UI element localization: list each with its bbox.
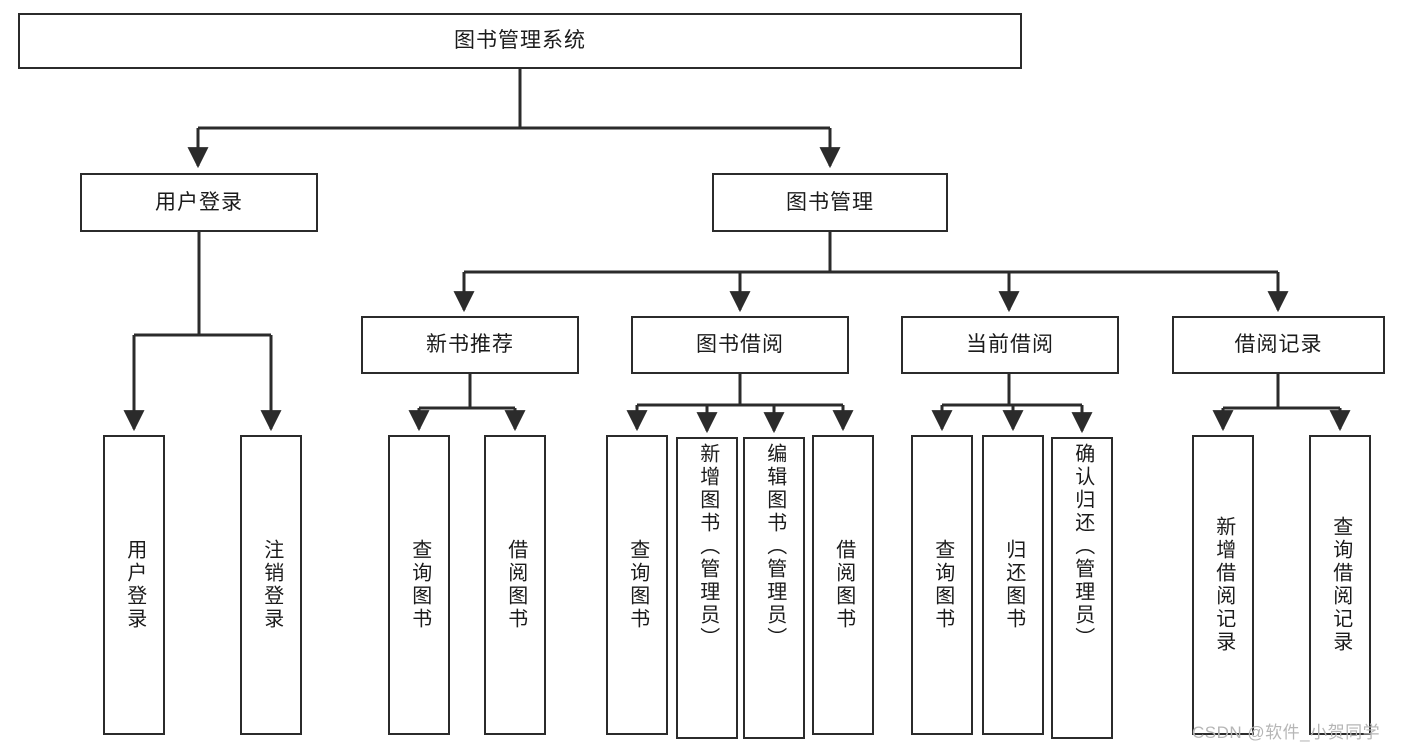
node-borrow-record[interactable]: 借阅记录 xyxy=(1172,316,1385,374)
node-leaf-edit-book-admin[interactable]: 编辑图书（管理员） xyxy=(743,437,805,739)
node-leaf-borrow-book-1-label: 借阅图书 xyxy=(504,539,527,631)
node-leaf-query-book-2-label: 查询图书 xyxy=(626,539,649,631)
node-book-manage-label: 图书管理 xyxy=(786,190,874,214)
node-leaf-return-book[interactable]: 归还图书 xyxy=(982,435,1044,735)
node-leaf-query-book-2[interactable]: 查询图书 xyxy=(606,435,668,735)
node-leaf-query-book-1[interactable]: 查询图书 xyxy=(388,435,450,735)
node-leaf-borrow-book-1[interactable]: 借阅图书 xyxy=(484,435,546,735)
node-leaf-query-borrow-record[interactable]: 查询借阅记录 xyxy=(1309,435,1371,735)
node-leaf-query-borrow-record-label: 查询借阅记录 xyxy=(1329,516,1352,654)
node-leaf-add-book-admin[interactable]: 新增图书（管理员） xyxy=(676,437,738,739)
node-leaf-borrow-book-2-label: 借阅图书 xyxy=(832,539,855,631)
node-leaf-confirm-return-admin-label: 确认归还（管理员） xyxy=(1071,443,1094,650)
node-leaf-add-borrow-record[interactable]: 新增借阅记录 xyxy=(1192,435,1254,735)
node-book-borrow[interactable]: 图书借阅 xyxy=(631,316,849,374)
node-leaf-add-book-admin-label: 新增图书（管理员） xyxy=(696,443,719,650)
node-user-login-label: 用户登录 xyxy=(155,190,243,214)
node-current-borrow-label: 当前借阅 xyxy=(966,333,1054,357)
csdn-watermark: CSDN @软件_小贺同学 xyxy=(1192,723,1381,742)
node-book-manage[interactable]: 图书管理 xyxy=(712,173,948,232)
node-leaf-borrow-book-2[interactable]: 借阅图书 xyxy=(812,435,874,735)
node-leaf-user-logout[interactable]: 注销登录 xyxy=(240,435,302,735)
node-leaf-query-book-1-label: 查询图书 xyxy=(408,539,431,631)
node-borrow-record-label: 借阅记录 xyxy=(1234,333,1323,357)
node-leaf-user-login[interactable]: 用户登录 xyxy=(103,435,165,735)
node-user-login[interactable]: 用户登录 xyxy=(80,173,318,232)
node-leaf-query-book-3[interactable]: 查询图书 xyxy=(911,435,973,735)
node-leaf-user-logout-label: 注销登录 xyxy=(260,539,283,631)
node-leaf-user-login-label: 用户登录 xyxy=(123,539,146,631)
node-leaf-confirm-return-admin[interactable]: 确认归还（管理员） xyxy=(1051,437,1113,739)
node-leaf-query-book-3-label: 查询图书 xyxy=(931,539,954,631)
node-book-borrow-label: 图书借阅 xyxy=(696,333,784,357)
node-current-borrow[interactable]: 当前借阅 xyxy=(901,316,1119,374)
node-leaf-return-book-label: 归还图书 xyxy=(1002,539,1025,631)
node-leaf-edit-book-admin-label: 编辑图书（管理员） xyxy=(763,443,786,650)
node-root-label: 图书管理系统 xyxy=(454,29,586,53)
node-leaf-add-borrow-record-label: 新增借阅记录 xyxy=(1212,516,1235,654)
node-new-book-rec-label: 新书推荐 xyxy=(426,333,514,357)
node-root[interactable]: 图书管理系统 xyxy=(18,13,1022,69)
node-new-book-rec[interactable]: 新书推荐 xyxy=(361,316,579,374)
